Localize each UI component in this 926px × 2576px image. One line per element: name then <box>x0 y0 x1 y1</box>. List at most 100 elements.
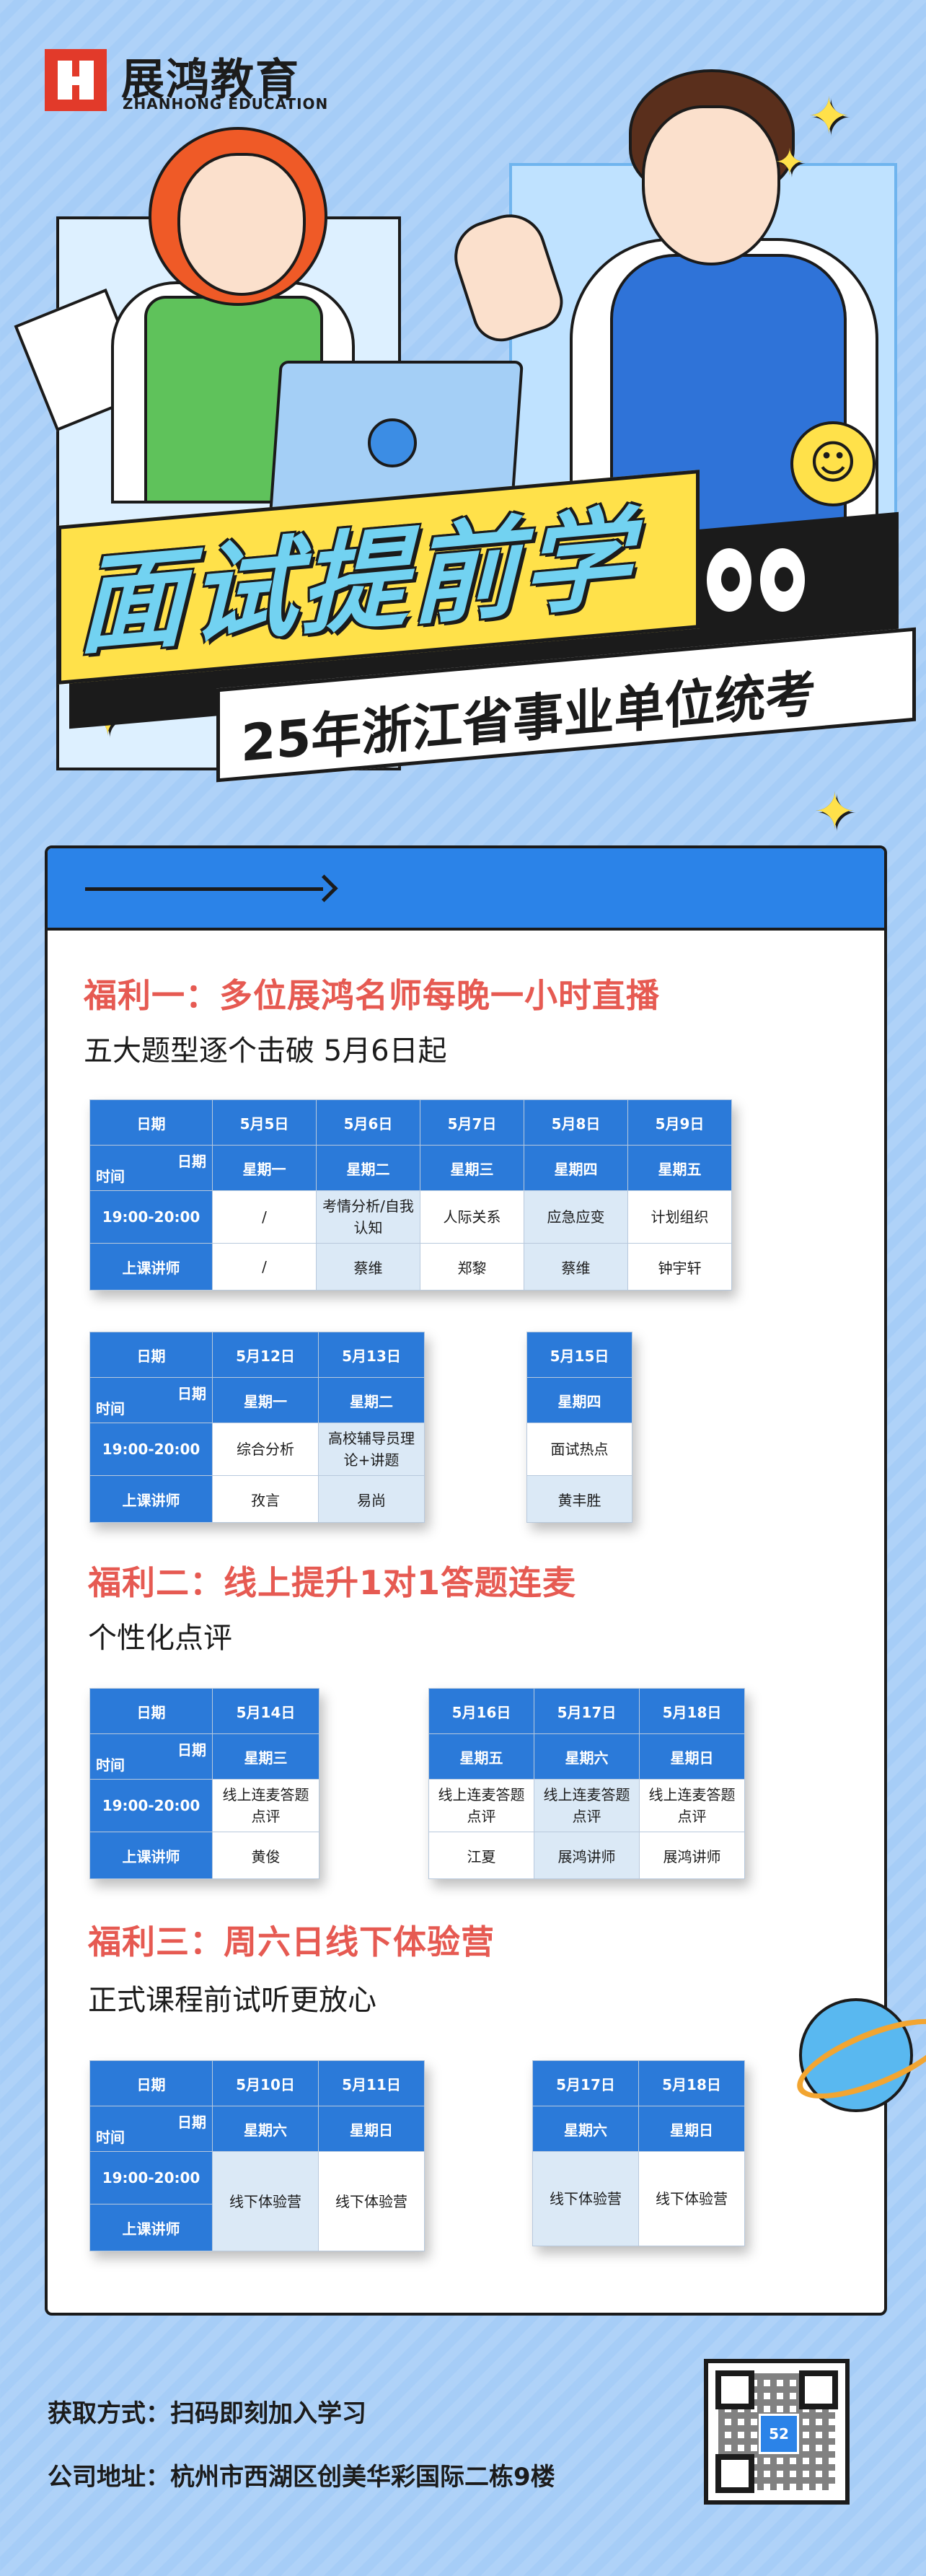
topic-cell: 计划组织 <box>627 1190 732 1244</box>
section2-schedule-table-b: 5月16日 5月17日 5月18日 星期五 星期六 星期日 线上连麦答题点评 线… <box>428 1688 745 1879</box>
content-cell: 线下体验营 <box>638 2151 745 2246</box>
qr-badge: 52 <box>759 2414 799 2454</box>
weekday-cell: 星期四 <box>524 1145 628 1191</box>
date-cell: 5月17日 <box>534 1688 640 1734</box>
teacher-cell: 展鸿讲师 <box>639 1832 745 1879</box>
section3-title: 福利三：周六日线下体验营 <box>88 1922 495 1961</box>
diag-top-label: 日期 <box>177 1385 206 1402</box>
access-label: 获取方式： <box>48 2399 170 2428</box>
smiley-icon: ☺ <box>790 421 876 506</box>
schedule-card: 福利一：多位展鸿名师每晚一小时直播 五大题型逐个击破 5月6日起 日期 5月5日… <box>45 845 887 2316</box>
topic-cell: 应急应变 <box>524 1190 628 1244</box>
weekday-cell: 星期一 <box>212 1145 317 1191</box>
topic-cell: 高校辅导员理论+讲题 <box>318 1423 425 1476</box>
section1-schedule-table-a: 日期 5月5日 5月6日 5月7日 5月8日 5月9日 日期 时间 星期一 星期… <box>89 1099 732 1291</box>
qr-finder-icon <box>715 2454 754 2493</box>
address-text: 杭州市西湖区创美华彩国际二栋9楼 <box>170 2463 555 2492</box>
date-cell: 5月13日 <box>318 1332 425 1378</box>
topic-cell: / <box>212 1190 317 1244</box>
teacher-cell: 易尚 <box>318 1475 425 1523</box>
sparkle-icon: ✦ <box>775 141 805 183</box>
date-cell: 5月9日 <box>627 1099 732 1146</box>
weekday-cell: 星期四 <box>526 1377 632 1423</box>
brand-name-en: ZHANHONG EDUCATION <box>123 95 329 113</box>
sparkle-icon: ✦ <box>808 87 850 146</box>
date-cell: 5月5日 <box>212 1099 317 1146</box>
address-line: 公司地址：杭州市西湖区创美华彩国际二栋9楼 <box>48 2457 555 2492</box>
diagonal-header-cell: 日期 时间 <box>89 2106 213 2152</box>
diag-top-label: 日期 <box>177 2114 206 2131</box>
diagonal-header-cell: 日期 时间 <box>89 1733 213 1780</box>
qr-code[interactable]: 52 <box>704 2359 850 2505</box>
section3-subtitle: 正式课程前试听更放心 <box>88 1984 376 2017</box>
teacher-cell: 江夏 <box>428 1832 534 1879</box>
diag-bottom-label: 时间 <box>96 1168 125 1185</box>
weekday-cell: 星期三 <box>420 1145 524 1191</box>
topic-cell: 线上连麦答题点评 <box>639 1779 745 1832</box>
weekday-cell: 星期五 <box>428 1733 534 1780</box>
qr-finder-icon <box>715 2370 754 2409</box>
weekday-cell: 星期六 <box>534 1733 640 1780</box>
planet-icon <box>799 1998 913 2112</box>
section1-title: 福利一：多位展鸿名师每晚一小时直播 <box>84 976 660 1015</box>
weekday-cell: 星期六 <box>212 2106 319 2152</box>
teacher-cell: / <box>212 1243 317 1291</box>
brand-logo-icon <box>45 49 107 111</box>
date-cell: 5月12日 <box>212 1332 319 1378</box>
diag-bottom-label: 时间 <box>96 1757 125 1774</box>
topic-cell: 线上连麦答题点评 <box>212 1779 319 1832</box>
date-cell: 5月10日 <box>212 2060 319 2106</box>
date-cell: 5月14日 <box>212 1688 319 1734</box>
topic-cell: 人际关系 <box>420 1190 524 1244</box>
section1-subtitle: 五大题型逐个击破 5月6日起 <box>84 1034 447 1068</box>
time-cell: 19:00-20:00 <box>89 1779 213 1832</box>
address-label: 公司地址： <box>48 2463 170 2492</box>
section1-schedule-table-b: 日期 5月12日 5月13日 日期 时间 星期一 星期二 19:00-20:00… <box>89 1332 425 1523</box>
qr-finder-icon <box>799 2370 838 2409</box>
teacher-label-cell: 上课讲师 <box>89 1832 213 1879</box>
weekday-cell: 星期六 <box>532 2106 639 2152</box>
weekday-cell: 星期日 <box>318 2106 425 2152</box>
section3-schedule-table-a: 日期 5月10日 5月11日 日期 时间 星期六 星期日 19:00-20:00… <box>89 2060 425 2251</box>
weekday-cell: 星期三 <box>212 1733 319 1780</box>
section2-subtitle: 个性化点评 <box>88 1622 232 1655</box>
date-cell: 5月16日 <box>428 1688 534 1734</box>
sparkle-icon: ✦ <box>813 782 856 841</box>
section2-schedule-table-a: 日期 5月14日 日期 时间 星期三 19:00-20:00 线上连麦答题点评 … <box>89 1688 319 1879</box>
access-line: 获取方式：扫码即刻加入学习 <box>48 2393 366 2429</box>
diag-top-label: 日期 <box>177 1741 206 1759</box>
diagonal-header-cell: 日期 时间 <box>89 1145 213 1191</box>
date-cell: 5月11日 <box>318 2060 425 2106</box>
diag-bottom-label: 时间 <box>96 2129 125 2146</box>
section1-schedule-table-c: 5月15日 星期四 面试热点 黄丰胜 <box>526 1332 632 1523</box>
section2-title: 福利二：线上提升1对1答题连麦 <box>88 1563 577 1602</box>
eyes-icon <box>704 545 808 615</box>
laptop-logo-icon <box>368 418 417 467</box>
header-cell: 日期 <box>89 1688 213 1734</box>
date-cell: 5月8日 <box>524 1099 628 1146</box>
topic-cell: 综合分析 <box>212 1423 319 1476</box>
date-cell: 5月18日 <box>639 1688 745 1734</box>
arrow-right-icon <box>85 887 323 891</box>
content-cell: 线下体验营 <box>532 2151 639 2246</box>
header-cell: 日期 <box>89 2060 213 2106</box>
access-text: 扫码即刻加入学习 <box>170 2399 366 2428</box>
diag-top-label: 日期 <box>177 1153 206 1170</box>
weekday-cell: 星期日 <box>639 1733 745 1780</box>
time-cell: 19:00-20:00 <box>89 1423 213 1476</box>
girl-face-illustration <box>177 153 306 296</box>
date-cell: 5月7日 <box>420 1099 524 1146</box>
header-cell: 日期 <box>89 1332 213 1378</box>
teacher-cell: 黄俊 <box>212 1832 319 1879</box>
date-cell: 5月15日 <box>526 1332 632 1378</box>
time-cell: 19:00-20:00 <box>89 2151 213 2204</box>
weekday-cell: 星期一 <box>212 1377 319 1423</box>
topic-cell: 面试热点 <box>526 1423 632 1476</box>
diag-bottom-label: 时间 <box>96 1400 125 1417</box>
topic-cell: 考情分析/自我认知 <box>316 1190 420 1244</box>
diagonal-header-cell: 日期 时间 <box>89 1377 213 1423</box>
header-cell: 日期 <box>89 1099 213 1146</box>
section3-schedule-table-b: 5月17日 5月18日 星期六 星期日 线下体验营 线下体验营 <box>532 2060 745 2246</box>
teacher-label-cell: 上课讲师 <box>89 1243 213 1291</box>
arrow-head-icon <box>310 874 338 902</box>
